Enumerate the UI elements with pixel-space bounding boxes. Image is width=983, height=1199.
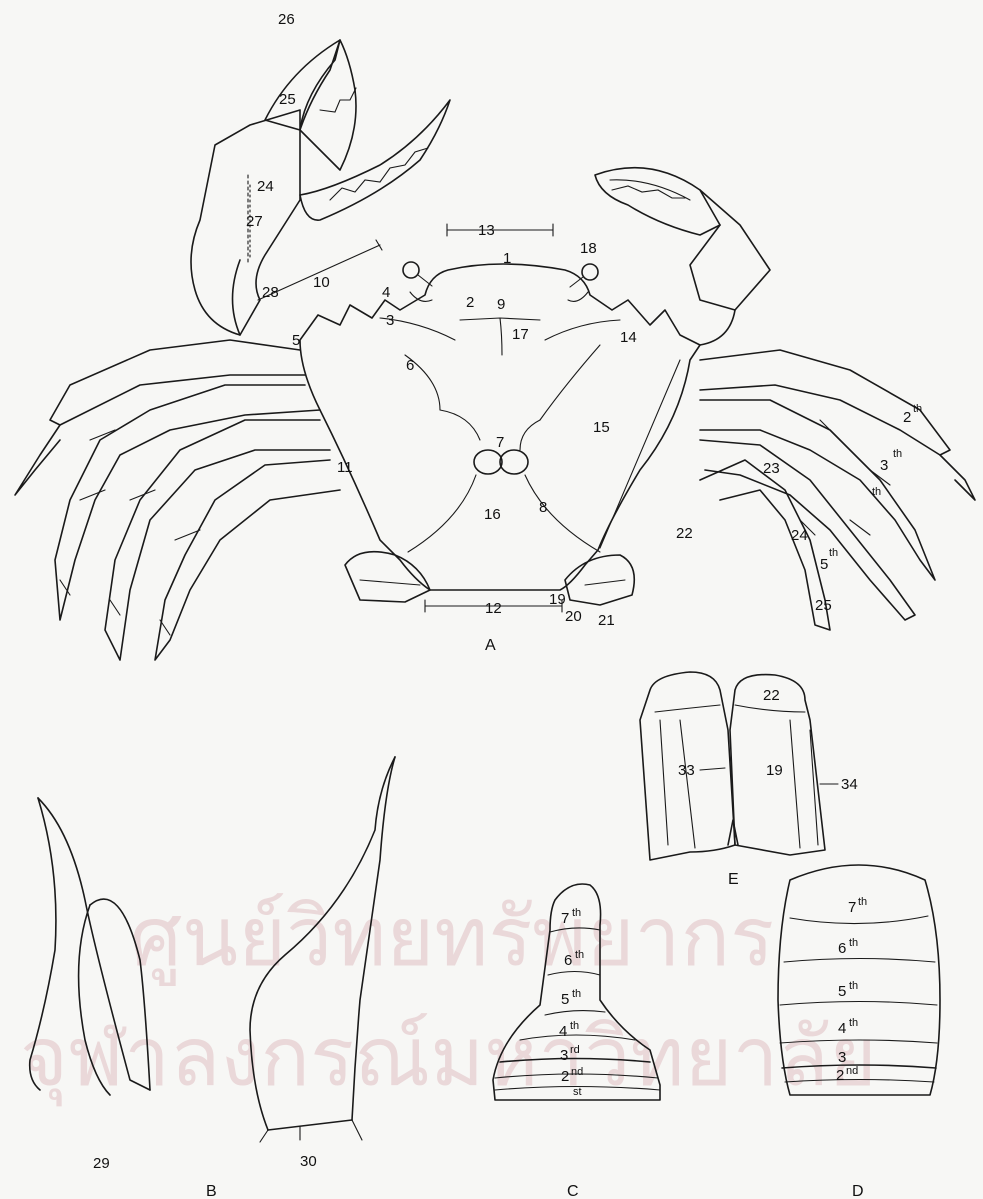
abd-c-6-num: 6 xyxy=(564,952,572,969)
figure-c-label: C xyxy=(567,1183,579,1199)
label-5: 5 xyxy=(292,332,300,349)
abd-c-1-sup: st xyxy=(573,1086,582,1098)
label-24-right: 24 xyxy=(791,527,808,544)
left-walking-legs xyxy=(15,340,340,660)
label-23: 23 xyxy=(763,460,780,477)
label-6: 6 xyxy=(406,357,414,374)
figure-b-label: B xyxy=(206,1183,217,1199)
label-21: 21 xyxy=(598,612,615,629)
abd-d-7-num: 7 xyxy=(848,899,856,916)
label-25-right: 25 xyxy=(815,597,832,614)
label-3: 3 xyxy=(386,312,394,329)
leg-5th-suffix: th xyxy=(829,547,838,559)
label-15: 15 xyxy=(593,419,610,436)
label-14: 14 xyxy=(620,329,637,346)
label-7: 7 xyxy=(496,434,504,451)
label-18: 18 xyxy=(580,240,597,257)
abd-d-2-num: 2 xyxy=(836,1067,844,1084)
abd-c-4-num: 4 xyxy=(559,1023,567,1040)
abd-d-3-num: 3 xyxy=(838,1049,846,1066)
label-1: 1 xyxy=(503,250,511,267)
abd-d-6-num: 6 xyxy=(838,940,846,957)
leg-2nd-number: 2 xyxy=(903,409,911,426)
label-26: 26 xyxy=(278,11,295,28)
watermark-line-1: ศูนย์วิทยทรัพยากร xyxy=(130,890,774,986)
abd-c-5-sup: th xyxy=(572,988,581,1000)
label-24-left: 24 xyxy=(257,178,274,195)
leg-4th-suffix: th xyxy=(872,486,881,498)
label-13: 13 xyxy=(478,222,495,239)
abd-c-7-sup: th xyxy=(572,907,581,919)
leg-3rd-suffix: th xyxy=(893,448,902,460)
label-30: 30 xyxy=(300,1153,317,1170)
third-maxillipeds xyxy=(640,672,825,860)
label-12: 12 xyxy=(485,600,502,617)
abd-c-5-num: 5 xyxy=(561,991,569,1008)
label-e-34: 34 xyxy=(841,776,858,793)
label-20: 20 xyxy=(565,608,582,625)
label-e-22: 22 xyxy=(763,687,780,704)
label-e-19: 19 xyxy=(766,762,783,779)
leg-2nd-suffix: th xyxy=(913,403,922,415)
abd-d-5-sup: th xyxy=(849,980,858,992)
abd-c-4-sup: th xyxy=(570,1020,579,1032)
label-8: 8 xyxy=(539,499,547,516)
abd-c-2-num: 2 xyxy=(561,1068,569,1085)
label-22: 22 xyxy=(676,525,693,542)
abd-c-3-sup: rd xyxy=(570,1044,580,1056)
label-19: 19 xyxy=(549,591,566,608)
abd-d-6-sup: th xyxy=(849,937,858,949)
label-28: 28 xyxy=(262,284,279,301)
label-29: 29 xyxy=(93,1155,110,1172)
label-11: 11 xyxy=(337,459,353,476)
label-e-33: 33 xyxy=(678,762,695,779)
abd-d-5-num: 5 xyxy=(838,983,846,1000)
right-walking-legs xyxy=(700,350,975,630)
label-16: 16 xyxy=(484,506,501,523)
abd-d-4-num: 4 xyxy=(838,1020,846,1037)
label-25-left: 25 xyxy=(279,91,296,108)
label-27: 27 xyxy=(246,213,263,230)
figure-a-label: A xyxy=(485,637,496,654)
abd-c-7-num: 7 xyxy=(561,910,569,927)
label-10: 10 xyxy=(313,274,330,291)
abd-c-3-num: 3 xyxy=(560,1047,568,1064)
figure-e-label: E xyxy=(728,871,739,888)
leg-5th-number: 5 xyxy=(820,556,828,573)
abd-c-6-sup: th xyxy=(575,949,584,961)
abd-d-2-sup: nd xyxy=(846,1065,858,1077)
label-2: 2 xyxy=(466,294,474,311)
abd-c-2-sup: nd xyxy=(571,1066,583,1078)
maxilliped-labels: 22 33 19 34 xyxy=(678,687,858,793)
right-cheliped xyxy=(595,168,770,345)
abd-d-4-sup: th xyxy=(849,1017,858,1029)
label-17: 17 xyxy=(512,326,529,343)
leg-ordinal-labels: 2 th 3 th th 5 th xyxy=(820,403,922,573)
figure-d-label: D xyxy=(852,1183,864,1199)
label-4: 4 xyxy=(382,284,390,301)
leg-3rd-number: 3 xyxy=(880,457,888,474)
label-9: 9 xyxy=(497,296,505,313)
abd-d-7-sup: th xyxy=(858,896,867,908)
